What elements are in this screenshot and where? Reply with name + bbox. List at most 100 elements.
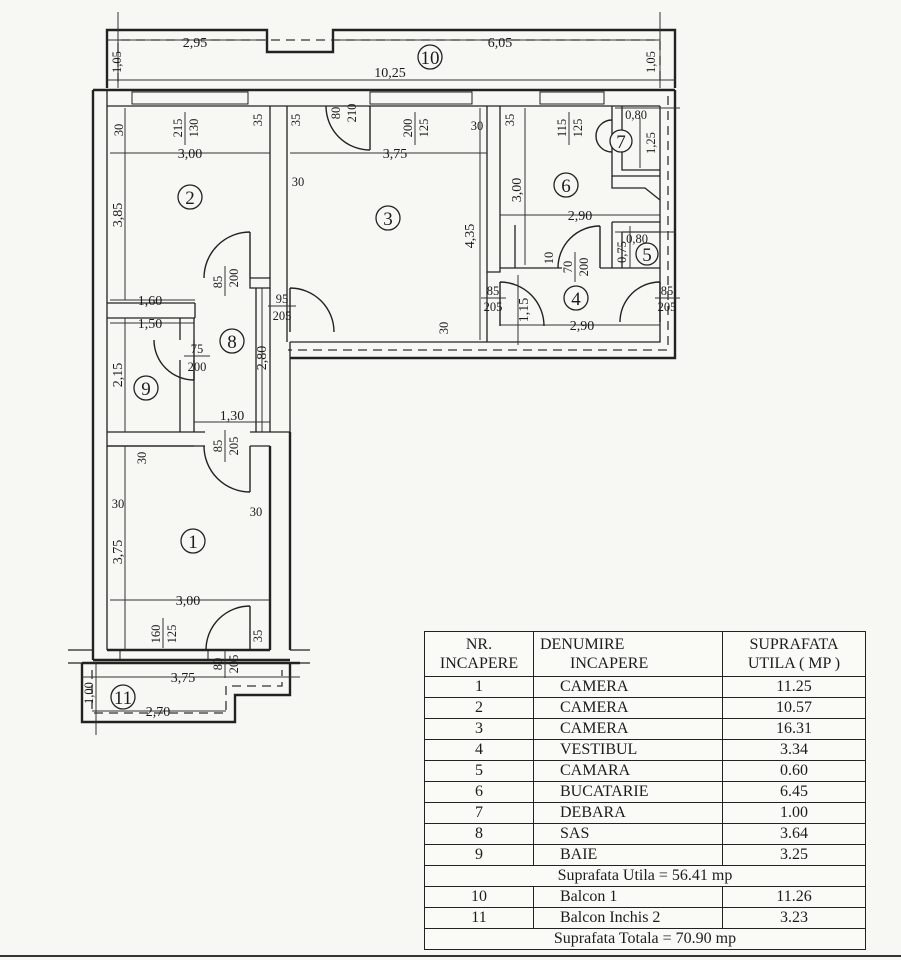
dim-r4-entry-den: 205	[484, 300, 503, 314]
door-entry	[619, 281, 661, 323]
wall-1-right	[268, 432, 292, 650]
dim-top-left-width: 2,95	[183, 36, 208, 51]
cell-name: SAS	[533, 823, 723, 845]
right-dash-wall	[288, 96, 669, 351]
cell-nr: 9	[424, 844, 534, 866]
cell-area: 16.31	[722, 718, 866, 740]
cell-nr: 4	[424, 739, 534, 761]
door-7	[595, 119, 613, 153]
balcony-10-outline	[105, 28, 677, 88]
cell-area: 11.26	[722, 886, 866, 908]
cell-name: CAMERA	[533, 676, 723, 698]
room-label-2: 2	[177, 184, 203, 210]
balcony-11-outline	[80, 661, 300, 724]
dim-r4-wall: 10	[542, 252, 556, 265]
header-nr: NR.INCAPERE	[424, 631, 534, 677]
dim-r4-height: 1,15	[517, 298, 532, 323]
dim-r8-height: 2,80	[255, 346, 270, 371]
dim-r4-entry-num: 85	[487, 284, 500, 298]
cell-area: 6.45	[722, 781, 866, 803]
svg-text:1: 1	[188, 532, 198, 553]
door-8-3	[289, 287, 335, 333]
dim-r3-wall-left2: 30	[292, 175, 305, 189]
dim-r1-balcony-door-den: 205	[227, 655, 241, 674]
dim-r2-window-den: 130	[187, 119, 201, 138]
dim-balcony-right-depth: 1,05	[644, 51, 658, 73]
dim-r6-width: 2,90	[568, 209, 593, 224]
wall-1-bottom	[93, 648, 290, 662]
svg-text:7: 7	[616, 132, 626, 153]
door-1-balcony	[205, 605, 251, 651]
svg-text:4: 4	[571, 289, 581, 310]
cell-area: 3.23	[722, 907, 866, 929]
dim-r6-window-den: 125	[571, 119, 585, 138]
subtotal-row-text: Suprafata Utila = 56.41 mp	[424, 865, 866, 887]
dim-r1-width: 3,00	[176, 594, 201, 609]
dim-r4-right-num: 85	[661, 284, 674, 298]
dim-r1-balcony-door-num: 80	[211, 658, 225, 671]
room-label-8: 8	[219, 328, 245, 354]
dim-r3-window-den: 125	[417, 119, 431, 138]
outer-wall-right-inner	[290, 106, 661, 343]
window-r2	[131, 91, 249, 105]
wall-2-3	[269, 106, 288, 342]
dim-r9-width: 1,50	[138, 317, 163, 332]
dim-r2-wall-right: 35	[251, 114, 265, 127]
dim-r2-door-den: 200	[227, 269, 241, 288]
dim-r9-door-den: 200	[188, 360, 207, 374]
dim-r1-wall-top: 30	[135, 452, 149, 465]
cell-nr: 10	[424, 886, 534, 908]
cell-nr: 2	[424, 697, 534, 719]
dim-r1-wall-right: 30	[250, 505, 263, 519]
dim-r3-window-num: 200	[401, 119, 415, 138]
dim-r9-height: 2,15	[111, 363, 126, 388]
cell-nr: 6	[424, 781, 534, 803]
cell-nr: 7	[424, 802, 534, 824]
wall-2-8	[249, 277, 271, 289]
dim-r3-door-num: 80	[329, 107, 343, 120]
svg-text:5: 5	[642, 245, 652, 266]
dim-r3-width: 3,75	[383, 147, 408, 162]
cell-nr: 8	[424, 823, 534, 845]
dim-r5-width: 0,80	[626, 232, 648, 246]
dim-b11-inner: 2,70	[146, 705, 171, 720]
dim-r1-window-num: 160	[149, 625, 163, 644]
room-label-6: 6	[553, 172, 579, 198]
window-r6	[539, 91, 605, 105]
dim-r3-door2-den: 205	[273, 309, 292, 323]
total-row: Suprafata Totala = 70.90 mp	[424, 928, 866, 950]
dim-r2-height: 3,85	[111, 203, 126, 228]
dimension-lines	[82, 12, 680, 735]
room-label-3: 3	[375, 205, 401, 231]
cell-area: 0.60	[722, 760, 866, 782]
dim-r6-wall: 35	[503, 114, 517, 127]
svg-text:10: 10	[421, 48, 440, 69]
dim-b11-depth: 1,00	[82, 682, 96, 704]
svg-text:3: 3	[383, 209, 393, 230]
dim-r3-wall-bottom: 30	[437, 322, 451, 335]
cell-nr: 3	[424, 718, 534, 740]
dim-balcony-left-depth: 1,05	[110, 51, 124, 73]
cell-name: VESTIBUL	[533, 739, 723, 761]
dim-b11-length: 3,75	[171, 671, 196, 686]
room-label-5: 5	[635, 242, 659, 266]
dim-r3-wall-right: 30	[471, 119, 484, 133]
subtotal-row: Suprafata Utila = 56.41 mp	[424, 865, 866, 887]
wall-8-bottom	[194, 342, 291, 433]
dim-r2-width: 3,00	[178, 147, 203, 162]
dim-r6-window-num: 115	[555, 119, 569, 137]
dim-r4-door-den: 200	[577, 258, 591, 277]
balcony-11-ext	[68, 649, 310, 664]
dim-r2-bottom-width: 1,60	[138, 294, 163, 309]
